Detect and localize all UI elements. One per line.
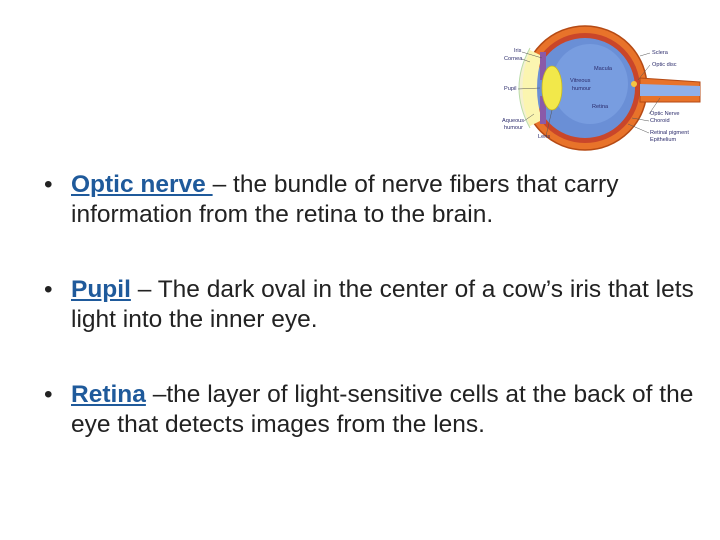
- label-humour: humour: [504, 125, 523, 131]
- label-lens: Lens: [538, 134, 550, 140]
- definition-pupil: – The dark oval in the center of a cow’s…: [71, 276, 694, 333]
- bullet-optic-nerve: • Optic nerve – the bundle of nerve fiber…: [44, 170, 694, 230]
- label-choroid: Choroid: [650, 118, 670, 124]
- bullet-pupil: • Pupil – The dark oval in the center of …: [44, 275, 694, 335]
- bullet-marker: •: [44, 276, 53, 303]
- label-epithelium: Epithelium: [650, 137, 676, 143]
- label-retina: Retina: [592, 104, 609, 110]
- term-pupil: Pupil: [71, 276, 131, 303]
- label-vitreous: Vitreous: [570, 78, 591, 84]
- label-vitreous-humour: humour: [572, 86, 591, 92]
- label-sclera: Sclera: [652, 50, 669, 56]
- term-optic-nerve: Optic nerve: [71, 171, 213, 198]
- eye-anatomy-icon: Iris Cornea Pupil Aqueous humour Lens Ma…: [502, 25, 701, 151]
- bullet-marker: •: [44, 171, 53, 198]
- label-aqueous: Aqueous: [502, 118, 524, 124]
- term-retina: Retina: [71, 381, 146, 408]
- eye-anatomy-diagram: Iris Cornea Pupil Aqueous humour Lens Ma…: [500, 10, 712, 160]
- definition-optic-nerve: – the bundle of nerve fibers that carry …: [71, 171, 619, 228]
- definition-retina: –the layer of light-sensitive cells at t…: [71, 381, 694, 438]
- label-optic-nerve: Optic Nerve: [650, 111, 680, 117]
- bullet-marker: •: [44, 381, 53, 408]
- label-pupil: Pupil: [504, 86, 516, 92]
- bullet-list: • Optic nerve – the bundle of nerve fiber…: [44, 170, 694, 485]
- label-optic-disc: Optic disc: [652, 62, 677, 68]
- label-macula: Macula: [594, 66, 613, 72]
- label-retinal-pigment: Retinal pigment: [650, 130, 689, 136]
- label-cornea: Cornea: [504, 56, 523, 62]
- label-iris: Iris: [514, 48, 522, 54]
- bullet-retina: • Retina –the layer of light-sensitive ce…: [44, 380, 694, 440]
